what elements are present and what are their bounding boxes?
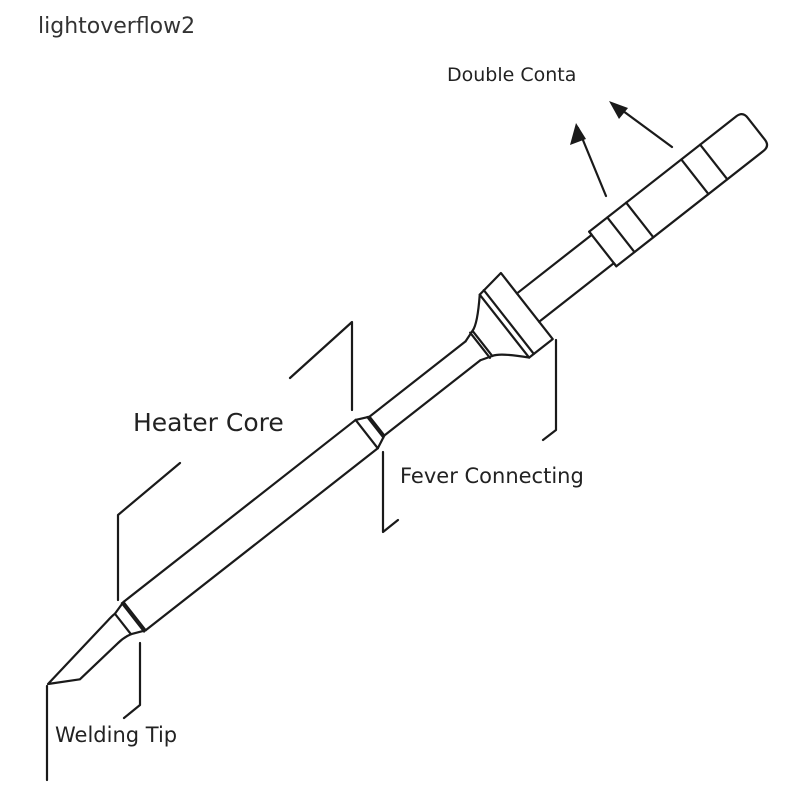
contact-ring	[625, 201, 655, 239]
fever-connecting-bracket	[381, 338, 558, 534]
contact-ring	[588, 230, 618, 268]
welding-tip-shape	[46, 612, 133, 686]
rear-shaft	[515, 113, 769, 323]
heater-core-tube	[122, 418, 379, 632]
watermark: lightoverflow2	[38, 14, 196, 39]
label-fever-connecting: Fever Connecting	[400, 464, 584, 488]
welding-tip-bracket	[45, 641, 142, 782]
soldering-tip-body	[46, 113, 769, 686]
label-heater-core: Heater Core	[133, 408, 284, 437]
contact-ring	[606, 216, 636, 254]
flange	[464, 329, 494, 362]
label-welding-tip: Welding Tip	[55, 723, 178, 747]
contact-ring	[699, 143, 729, 181]
double-contact-arrows	[570, 101, 674, 198]
label-double-contact: Double Conta	[447, 64, 577, 86]
connecting-shaft	[368, 340, 482, 437]
contact-ring	[680, 158, 710, 196]
heater-core-bracket	[116, 320, 354, 602]
